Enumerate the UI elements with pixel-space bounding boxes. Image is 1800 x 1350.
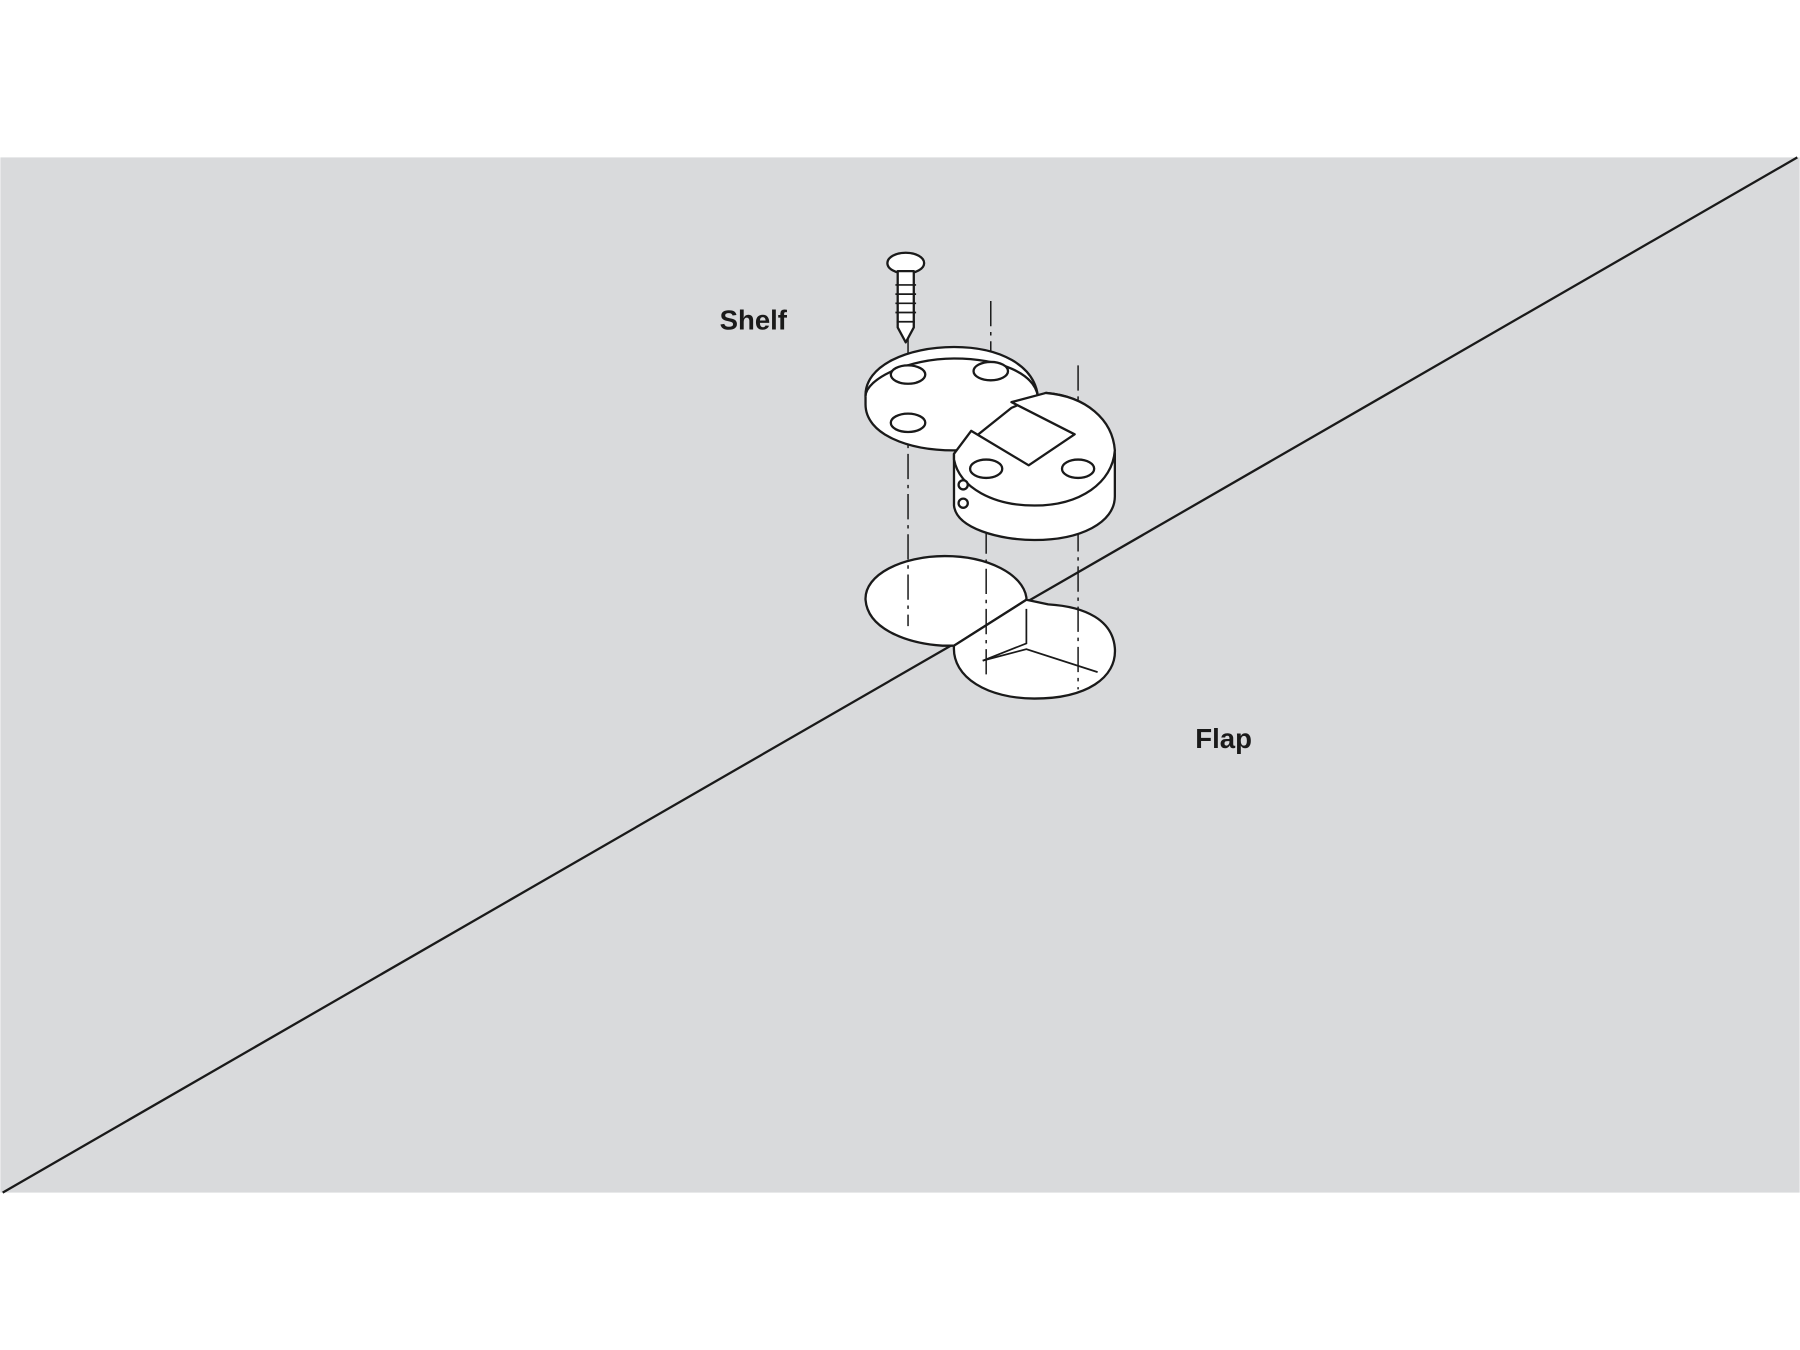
flap-hinge-part	[864, 345, 1116, 542]
shelf-label: Shelf	[720, 305, 788, 336]
screw-icon	[886, 251, 926, 344]
panel-joint-line	[2, 156, 1798, 1194]
flap-label: Flap	[1195, 723, 1252, 754]
